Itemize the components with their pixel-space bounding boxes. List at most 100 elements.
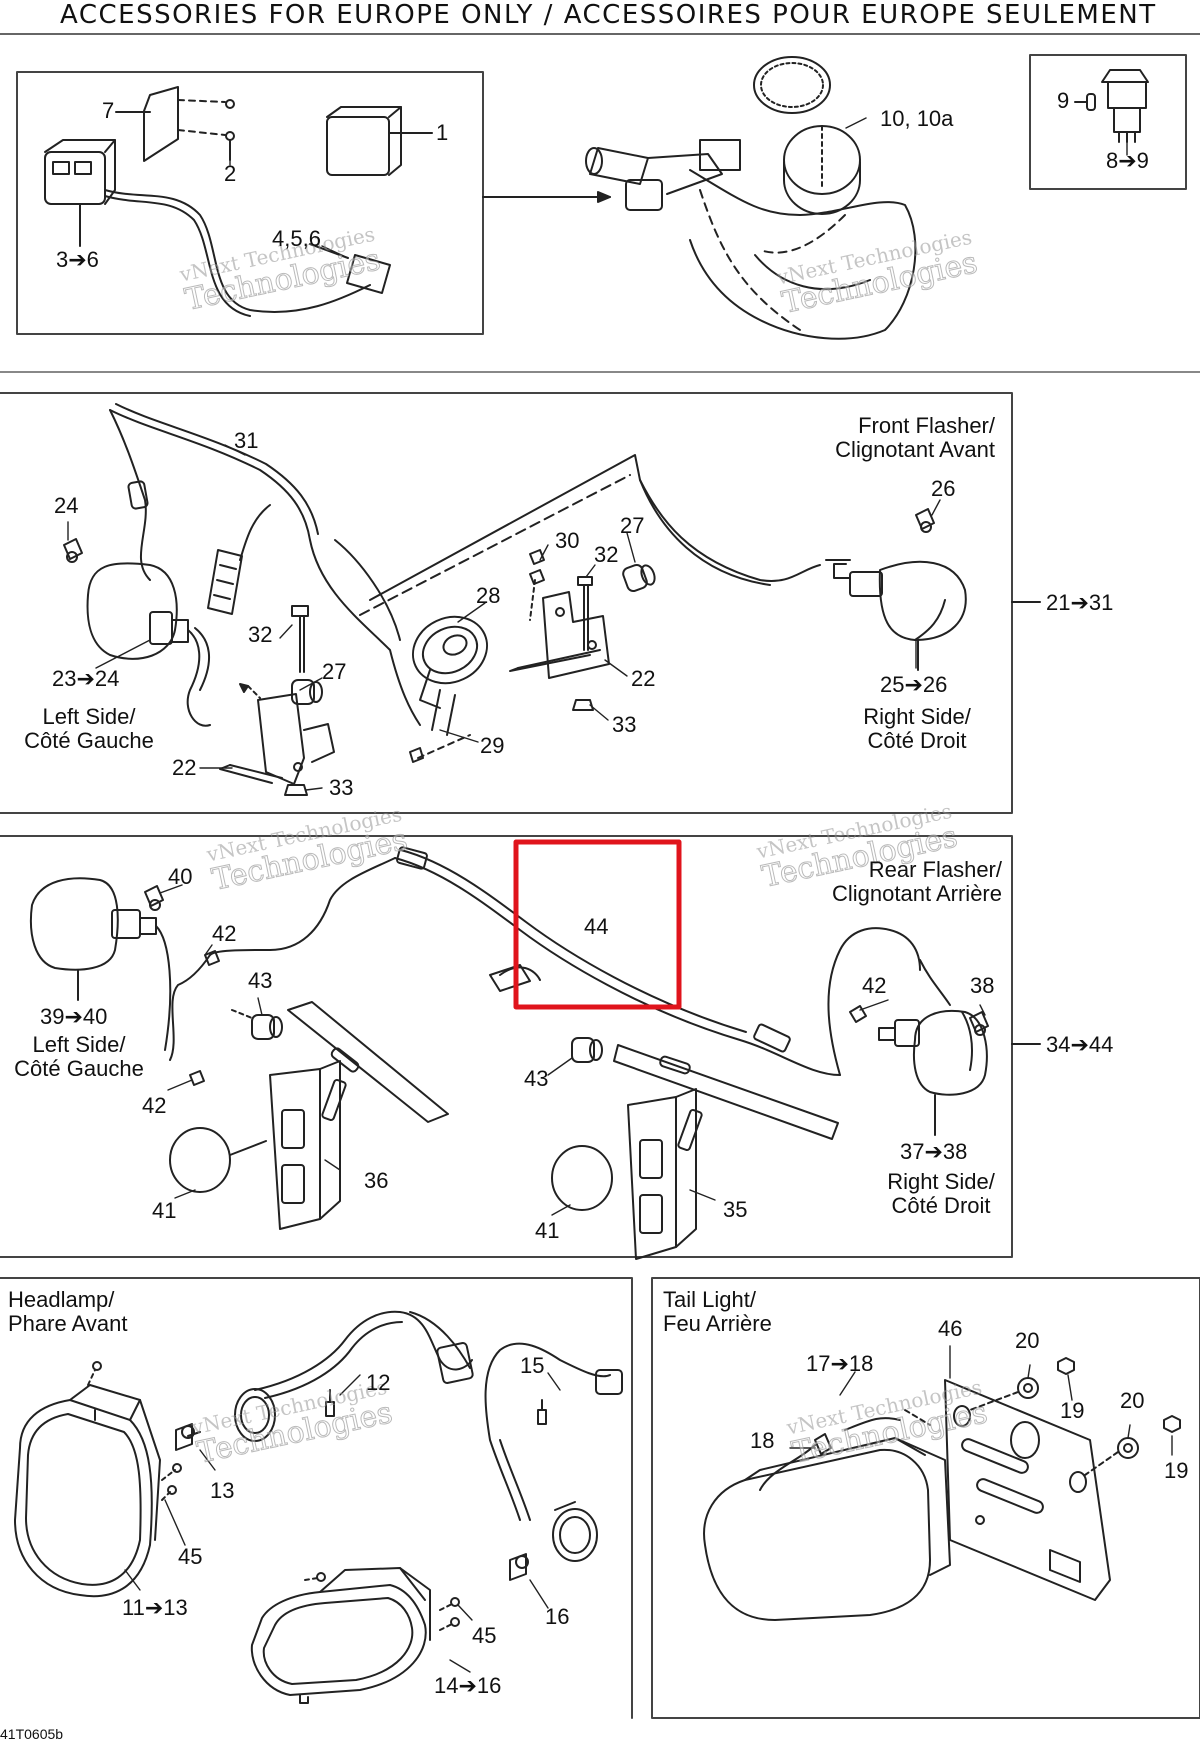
front-right-bolt [577, 576, 593, 651]
part-label: 37➔38 [900, 1139, 968, 1164]
rear-harness [394, 857, 841, 1076]
front-right-flasher [825, 559, 967, 671]
part-label: 42 [862, 973, 887, 998]
rear-left-bracket [269, 1001, 449, 1230]
part-label: 27 [620, 513, 645, 538]
part-label: 10, 10a [880, 106, 954, 131]
part-label: 2 [224, 161, 237, 186]
part-label: 33 [612, 712, 637, 737]
part-label: 38 [970, 973, 995, 998]
horn [412, 615, 488, 709]
headlamp-caption: Headlamp/Phare Avant [8, 1287, 128, 1336]
part-label: 35 [723, 1197, 748, 1222]
rear-flasher-caption: Rear Flasher/Clignotant Arrière [832, 857, 1002, 906]
front-right-clips [529, 549, 545, 621]
rear-right-grommet [571, 1037, 603, 1063]
part-label: 12 [366, 1370, 391, 1395]
front-harness-connector [207, 549, 243, 615]
part-label: 8➔9 [1106, 148, 1149, 173]
part-label: 28 [476, 583, 501, 608]
switch-harness [104, 189, 371, 313]
tail-light-caption: Tail Light/Feu Arrière [663, 1287, 772, 1336]
headlamp-harness-right [484, 1342, 611, 1521]
part-label: 25➔26 [880, 672, 948, 697]
rear-left-flasher [29, 877, 172, 1051]
rear-left-cap [169, 1127, 267, 1193]
fairing-outline [689, 169, 917, 340]
part-label: 26 [931, 476, 956, 501]
license-bracket [944, 1379, 1111, 1601]
part-label: 17➔18 [806, 1351, 874, 1376]
part-label: 24 [54, 493, 79, 518]
rear-right-bulb [969, 1011, 989, 1036]
part-label: 19 [1060, 1398, 1085, 1423]
tail-washer-a [1017, 1357, 1075, 1399]
front-harness [109, 409, 421, 726]
rear-left-grommet [231, 1009, 283, 1040]
part-label: 44 [584, 914, 609, 939]
part-label: 30 [555, 528, 580, 553]
rear-right-clip [849, 1005, 867, 1023]
part-label: 1 [436, 120, 449, 145]
rear-left-bulb [144, 885, 164, 911]
rear-left-clip [189, 950, 220, 1086]
rear-flasher-frame [0, 835, 1013, 1258]
power-socket [1074, 69, 1149, 143]
headlamp-connector-right [595, 1369, 623, 1395]
part-label: 46 [938, 1316, 963, 1341]
part-label: 13 [210, 1478, 235, 1503]
tail-light-frame [651, 1277, 1200, 1719]
front-right-nut [572, 699, 594, 711]
front-left-flasher [86, 562, 211, 727]
part-label: 27 [322, 659, 347, 684]
part-label: 31 [234, 428, 259, 453]
rear-right-bracket [613, 1044, 839, 1260]
drawing-code: 41T0605b [0, 1726, 64, 1742]
mounting-bracket [115, 86, 235, 162]
front-left-nut [284, 784, 308, 796]
part-label: 39➔40 [40, 1004, 108, 1029]
headlamp-bolts-right [439, 1597, 460, 1631]
part-label: 22 [172, 755, 197, 780]
part-label: 7 [102, 98, 115, 123]
rear-left-side-caption: Left Side/Côté Gauche [14, 1032, 144, 1081]
part-label: 43 [248, 968, 273, 993]
front-left-bracket [219, 683, 335, 785]
front-flasher-caption: Front Flasher/Clignotant Avant [835, 413, 995, 462]
rear-harness-connector [396, 846, 791, 1053]
socket-kit-frame [1029, 54, 1187, 190]
part-label: 36 [364, 1168, 389, 1193]
front-right-bracket [509, 591, 610, 679]
part-label: 22 [631, 666, 656, 691]
part-label: 32 [248, 622, 273, 647]
part-label: 23➔24 [52, 666, 120, 691]
part-label: 41 [535, 1218, 560, 1243]
front-left-side-caption: Left Side/Côté Gauche [24, 704, 154, 753]
part-label: 20 [1120, 1388, 1145, 1413]
highlight-box [513, 839, 682, 1010]
rear-flasher-range: 34➔44 [1046, 1032, 1114, 1057]
front-right-side-caption: Right Side/Côté Droit [863, 704, 971, 753]
front-flasher-range: 21➔31 [1046, 590, 1114, 615]
part-label: 29 [480, 733, 505, 758]
horn-bolts [409, 689, 471, 763]
tail-light-lamp [703, 1437, 951, 1621]
part-label: 16 [545, 1604, 570, 1629]
headlamp-bolts-left [161, 1463, 182, 1501]
headlamp-bulb-right [509, 1553, 529, 1581]
part-label: 42 [212, 921, 237, 946]
page-title: ACCESSORIES FOR EUROPE ONLY / ACCESSOIRE… [60, 0, 1157, 30]
headlamp-connector-top [436, 1342, 474, 1384]
handlebar-grip [585, 139, 741, 211]
part-label: 15 [520, 1353, 545, 1378]
front-left-bolt [291, 605, 309, 673]
part-label: 40 [168, 864, 193, 889]
part-label: 33 [329, 775, 354, 800]
headlamp-small [250, 1567, 431, 1704]
part-label: 9 [1057, 88, 1070, 113]
leader-lines [67, 101, 1173, 1673]
tail-washer-b [1117, 1415, 1181, 1459]
rear-right-cap [551, 1145, 613, 1211]
